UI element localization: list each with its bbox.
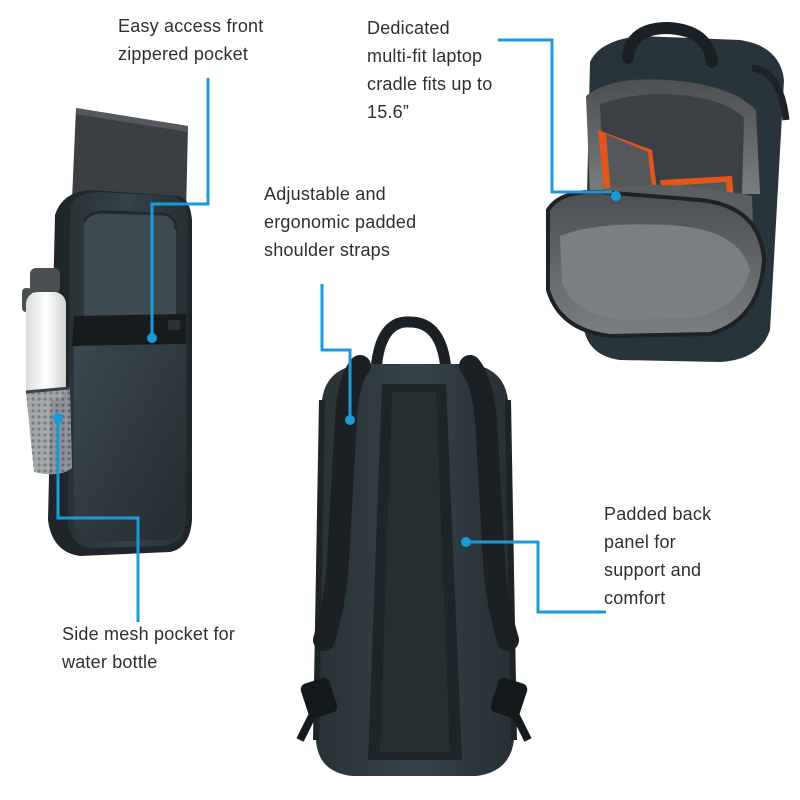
callout-dot-front-pocket [147, 333, 157, 343]
callout-side-pocket: Side mesh pocket for water bottle [62, 620, 235, 676]
callout-side-pocket-line-1: Side mesh pocket for [62, 624, 236, 644]
callout-laptop-cradle: Dedicated multi-fit laptop cradle fits u… [367, 14, 492, 126]
callout-laptop-cradle-line-1: Dedicated [367, 18, 450, 38]
callout-line-side-pocket [56, 418, 140, 622]
backpack-back-icon [296, 316, 532, 776]
callout-front-pocket-line-1: Easy access front [118, 16, 264, 36]
callout-line-shoulder-straps [320, 284, 352, 418]
callout-back-panel-line-1: Padded back [604, 504, 712, 524]
callout-lines [56, 38, 612, 622]
callout-line-front-pocket [150, 78, 210, 334]
callout-shoulder-straps-line-1: Adjustable and [264, 184, 386, 204]
callout-laptop-cradle-line-3: cradle fits up to [367, 74, 493, 94]
callout-shoulder-straps-line-2: ergonomic padded [264, 212, 417, 232]
callout-laptop-cradle-line-4: 15.6” [367, 102, 410, 122]
callout-back-panel-line-3: support and [604, 560, 702, 580]
callout-shoulder-straps: Adjustable and ergonomic padded shoulder… [264, 180, 416, 264]
callout-dot-side-pocket [53, 413, 63, 423]
backpack-open-icon [546, 21, 790, 362]
callout-front-pocket-line-2: zippered pocket [118, 44, 249, 64]
callout-dot-back-panel [461, 537, 471, 547]
callout-line-laptop-cradle [498, 38, 612, 194]
backpack-front-icon [22, 108, 192, 556]
callout-back-panel: Padded back panel for support and comfor… [604, 500, 711, 612]
callout-line-back-panel [466, 540, 606, 614]
callout-side-pocket-line-2: water bottle [62, 652, 158, 672]
callout-front-pocket: Easy access front zippered pocket [118, 12, 263, 68]
callout-shoulder-straps-line-3: shoulder straps [264, 240, 391, 260]
callout-back-panel-line-2: panel for [604, 532, 676, 552]
callout-dot-laptop-cradle [611, 191, 621, 201]
callout-back-panel-line-4: comfort [604, 588, 666, 608]
callout-laptop-cradle-line-2: multi-fit laptop [367, 46, 483, 66]
callout-dots [53, 191, 621, 547]
callout-dot-shoulder-straps [345, 415, 355, 425]
